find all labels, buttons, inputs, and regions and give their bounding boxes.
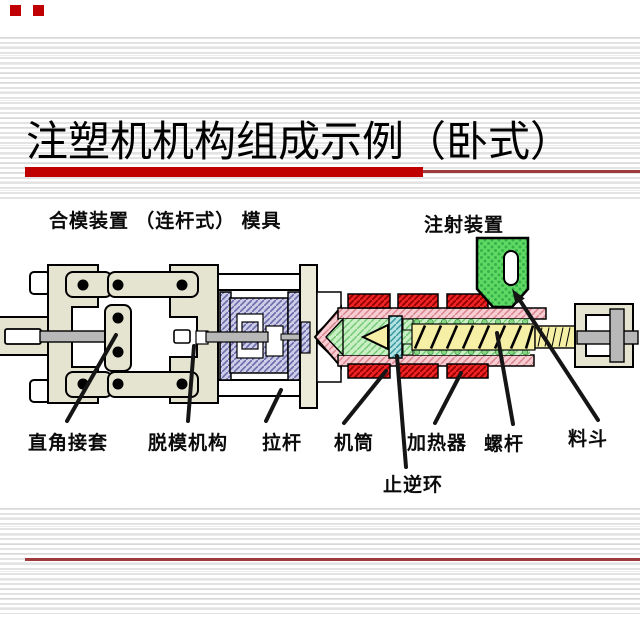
leader-lines <box>65 289 600 469</box>
clamping-unit-drawing <box>0 264 219 404</box>
injection-unit-drawing <box>313 236 639 379</box>
label-clamping-unit: 合模装置 （连杆式） 模具 <box>49 211 282 232</box>
hopper-leader-arrowhead <box>512 289 525 305</box>
label-screw: 螺杆 <box>484 434 525 455</box>
title-underline-thick <box>25 167 423 177</box>
stripe-band-bottom <box>0 508 640 614</box>
title-underline-thin <box>423 170 640 173</box>
label-barrel: 机筒 <box>334 433 375 454</box>
fixed-platen-drawing <box>299 264 342 409</box>
page-title: 注塑机机构组成示例（卧式） <box>26 120 573 166</box>
decor-red-square <box>33 5 44 16</box>
label-hopper: 料斗 <box>568 429 609 450</box>
label-heater: 加热器 <box>407 433 468 454</box>
tie-bars-drawing <box>217 273 307 397</box>
link-pins <box>77 279 188 390</box>
label-injection-unit: 注射装置 <box>424 215 505 236</box>
label-check-ring: 止逆环 <box>383 475 444 496</box>
mold-drawing <box>205 291 304 381</box>
label-right-angle-sleeve: 直角接套 <box>28 433 109 454</box>
footer-rule <box>25 558 640 561</box>
decor-red-square <box>10 5 21 16</box>
label-demolding-mechanism: 脱模机构 <box>148 433 229 454</box>
label-tie-rod: 拉杆 <box>262 433 303 454</box>
screw-flights <box>413 324 535 350</box>
